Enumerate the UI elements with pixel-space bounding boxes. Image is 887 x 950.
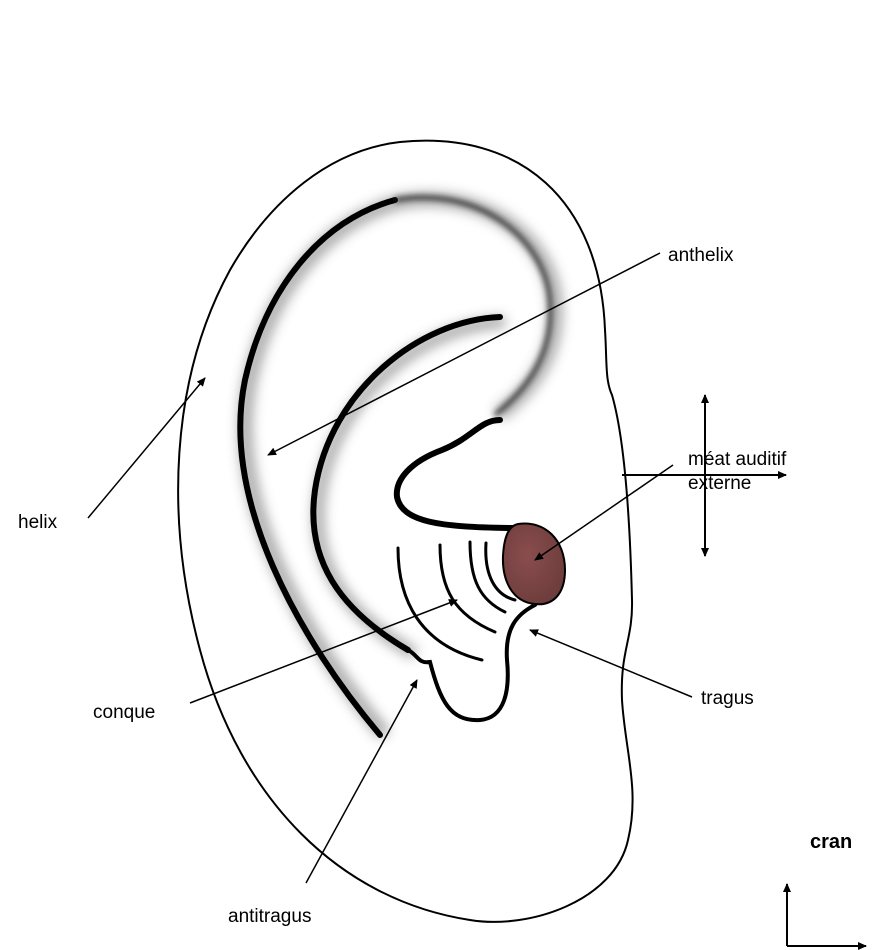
helix-ridge <box>237 197 398 738</box>
conque-pointer <box>189 599 458 704</box>
label-meat-line1: méat auditif <box>688 449 787 470</box>
anthelix-ridge <box>310 314 503 653</box>
label-conque: conque <box>93 702 155 723</box>
anthelix-pointer <box>267 252 661 456</box>
label-tragus: tragus <box>701 688 754 709</box>
helix-ridge-top <box>394 195 553 417</box>
concha-curve <box>393 417 523 531</box>
tragus-pointer <box>529 629 693 698</box>
pointer-lines <box>87 252 693 884</box>
meat-pointer <box>534 464 674 561</box>
axis-corner <box>783 883 867 950</box>
label-antitragus: antitragus <box>228 906 311 927</box>
concha-lines <box>396 540 517 662</box>
label-helix: helix <box>18 512 58 533</box>
label-meat-line2: externe <box>688 473 751 494</box>
antitragus-pointer <box>305 679 418 884</box>
label-anthelix: anthelix <box>668 245 734 266</box>
ear-outline <box>177 139 634 923</box>
antitragus-contour <box>406 603 537 723</box>
helix-shadow <box>238 192 563 740</box>
orientation-cross <box>622 394 787 557</box>
helix-pointer <box>87 377 206 519</box>
meat-auditif <box>501 522 567 606</box>
label-cran: cran <box>810 831 852 853</box>
